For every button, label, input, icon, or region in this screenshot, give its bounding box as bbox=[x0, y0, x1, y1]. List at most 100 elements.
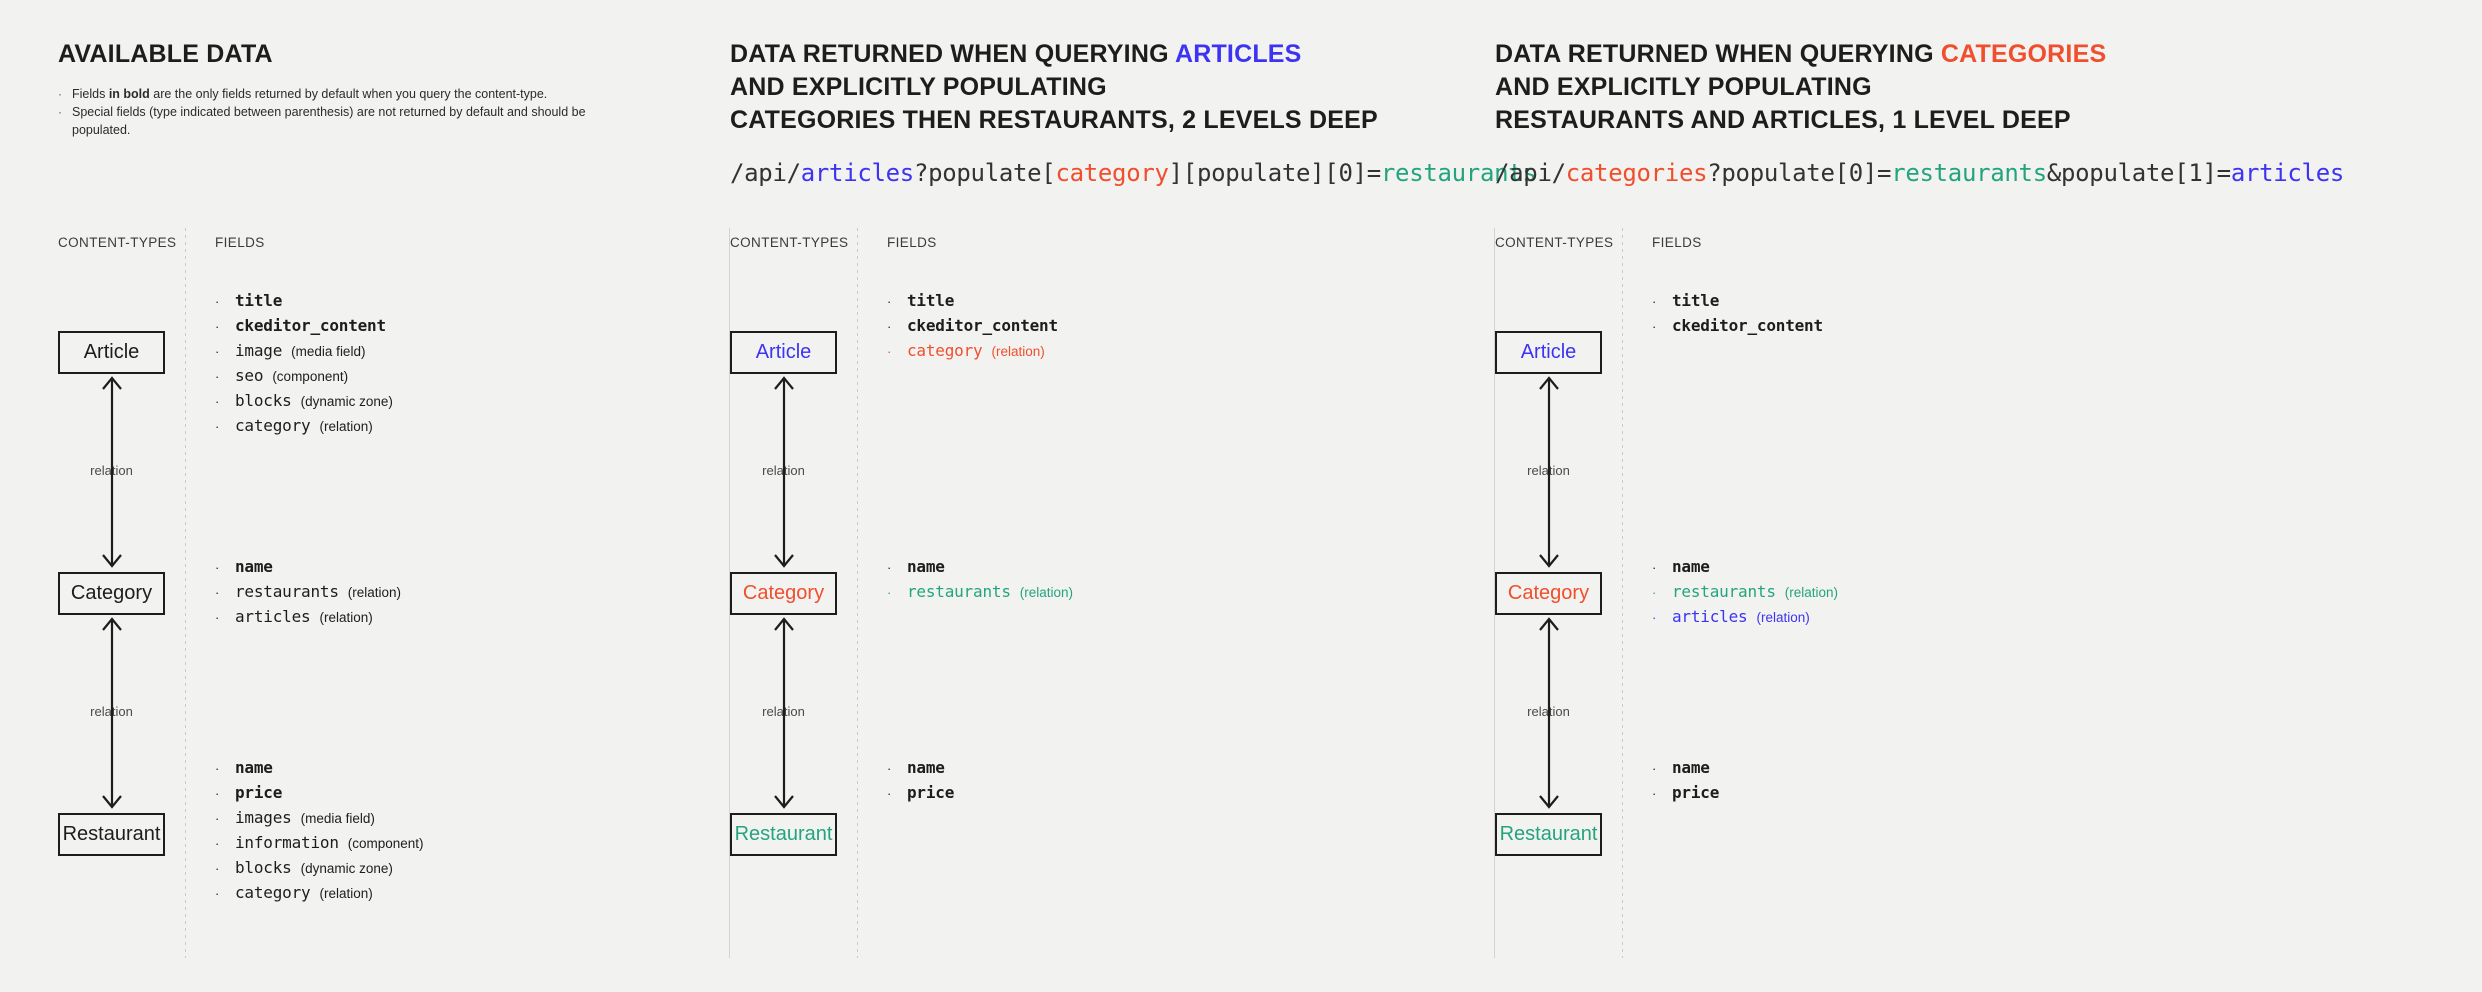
content-type-box-article[interactable]: Article bbox=[730, 331, 837, 374]
field-name: price bbox=[235, 783, 283, 802]
field-row: ·name bbox=[1652, 756, 1719, 781]
field-row: · category (relation) bbox=[215, 881, 424, 906]
bullet-dot-icon: · bbox=[887, 786, 892, 801]
field-type: (relation) bbox=[319, 886, 373, 901]
query-segment: restaurants bbox=[1380, 159, 1537, 187]
field-row: · price bbox=[887, 781, 954, 806]
bullet-dot-icon: · bbox=[215, 886, 220, 901]
content-type-box-category[interactable]: Category bbox=[58, 572, 165, 615]
field-name: title bbox=[235, 291, 283, 310]
column-divider bbox=[185, 228, 186, 958]
bullet-dot-icon: · bbox=[215, 294, 220, 309]
field-row: · articles (relation) bbox=[215, 605, 401, 630]
field-name: name bbox=[907, 557, 945, 576]
bullet-dot-icon: · bbox=[887, 294, 892, 309]
field-row: ·restaurants(relation) bbox=[215, 580, 401, 605]
field-row: ·articles(relation) bbox=[1652, 605, 1838, 630]
legend-bullet-item: ·Special fields (type indicated between … bbox=[58, 103, 612, 139]
field-name: name bbox=[235, 557, 273, 576]
panel-title-line: DATA RETURNED WHEN QUERYING CATEGORIES bbox=[1495, 38, 2344, 71]
field-type: (relation) bbox=[1756, 610, 1810, 625]
field-row: · name bbox=[887, 756, 954, 781]
content-type-box-article[interactable]: Article bbox=[1495, 331, 1602, 374]
field-type: (media field) bbox=[291, 344, 366, 359]
panel-separator bbox=[729, 228, 730, 958]
field-group-restaurant: ·name·price bbox=[1652, 756, 1719, 806]
bullet-dot-icon: · bbox=[887, 761, 892, 776]
field-name: name bbox=[907, 758, 945, 777]
field-name: category bbox=[235, 883, 311, 902]
field-name: category bbox=[235, 416, 311, 435]
bullet-dot-icon: · bbox=[1652, 294, 1657, 309]
api-query-string: /api/categories?populate[0]=restaurants&… bbox=[1495, 159, 2344, 187]
legend-bullet-text: Fields in bold are the only fields retur… bbox=[72, 87, 548, 101]
bullet-dot-icon: · bbox=[215, 419, 220, 434]
bullet-dot-icon: · bbox=[215, 610, 220, 625]
field-name: price bbox=[907, 783, 955, 802]
relation-arrow bbox=[764, 376, 804, 568]
field-name: name bbox=[1672, 758, 1710, 777]
field-type: (relation) bbox=[319, 610, 373, 625]
bullet-dot-icon: · bbox=[58, 105, 62, 119]
field-group-restaurant: · name · price bbox=[887, 756, 954, 806]
title-segment: DATA RETURNED WHEN QUERYING bbox=[1495, 40, 1941, 68]
field-name: seo bbox=[235, 366, 264, 385]
field-row: · category (relation) bbox=[215, 414, 393, 439]
field-group-category: ·name·restaurants(relation) bbox=[887, 555, 1073, 605]
content-type-box-category[interactable]: Category bbox=[1495, 572, 1602, 615]
relation-arrow bbox=[92, 617, 132, 809]
emphasis: in bold bbox=[108, 87, 150, 101]
query-segment: category bbox=[1055, 159, 1169, 187]
field-name: name bbox=[1672, 557, 1710, 576]
field-name: category bbox=[907, 341, 983, 360]
field-type: (relation) bbox=[319, 419, 373, 434]
bullet-dot-icon: · bbox=[887, 319, 892, 334]
field-row: ·blocks(dynamic zone) bbox=[215, 856, 424, 881]
bullet-dot-icon: · bbox=[215, 811, 220, 826]
query-segment: /api/ bbox=[1495, 159, 1566, 187]
field-row: ·name bbox=[215, 555, 401, 580]
panel-title-line: DATA RETURNED WHEN QUERYING ARTICLES bbox=[730, 38, 1537, 71]
column-label-content-types: CONTENT-TYPES bbox=[730, 235, 849, 250]
content-type-box-article[interactable]: Article bbox=[58, 331, 165, 374]
panel-title: AVAILABLE DATA bbox=[58, 38, 612, 71]
field-row: ·title bbox=[887, 289, 1058, 314]
field-name: articles bbox=[235, 607, 311, 626]
bullet-dot-icon: · bbox=[215, 836, 220, 851]
title-segment: ARTICLES bbox=[1174, 40, 1302, 68]
field-name: ckeditor_content bbox=[1672, 316, 1823, 335]
field-name: title bbox=[1672, 291, 1720, 310]
field-row: · title bbox=[215, 289, 393, 314]
query-segment: categories bbox=[1565, 159, 1708, 187]
content-type-box-restaurant[interactable]: Restaurant bbox=[58, 813, 165, 856]
field-row: ·name bbox=[215, 756, 424, 781]
panel-title-line: AND EXPLICITLY POPULATING bbox=[1495, 71, 2344, 104]
content-type-box-restaurant[interactable]: Restaurant bbox=[1495, 813, 1602, 856]
field-group-article: ·title·ckeditor_content·image(media fiel… bbox=[215, 289, 393, 439]
bullet-dot-icon: · bbox=[1652, 610, 1657, 625]
field-type: (dynamic zone) bbox=[300, 861, 393, 876]
column-label-fields: FIELDS bbox=[1652, 235, 1702, 250]
field-type: (relation) bbox=[347, 585, 402, 600]
bullet-dot-icon: · bbox=[215, 585, 220, 600]
bullet-dot-icon: · bbox=[215, 319, 220, 334]
bullet-dot-icon: · bbox=[1652, 585, 1657, 600]
field-row: ·name bbox=[887, 555, 1073, 580]
field-group-restaurant: ·name·price·images(media field)·informat… bbox=[215, 756, 424, 906]
bullet-dot-icon: · bbox=[215, 786, 220, 801]
title-segment: RESTAURANTS AND ARTICLES, 1 LEVEL DEEP bbox=[1495, 106, 2071, 134]
relation-arrow bbox=[1529, 376, 1569, 568]
content-type-box-category[interactable]: Category bbox=[730, 572, 837, 615]
field-row: ·restaurants(relation) bbox=[887, 580, 1073, 605]
query-segment: /api/ bbox=[730, 159, 801, 187]
field-row: ·price bbox=[1652, 781, 1719, 806]
bullet-dot-icon: · bbox=[887, 585, 892, 600]
panel-header: AVAILABLE DATA · Fields in bold are the on… bbox=[58, 38, 612, 139]
content-type-box-restaurant[interactable]: Restaurant bbox=[730, 813, 837, 856]
field-type: (relation) bbox=[991, 344, 1045, 359]
column-divider bbox=[857, 228, 858, 958]
field-type: (dynamic zone) bbox=[300, 394, 393, 409]
